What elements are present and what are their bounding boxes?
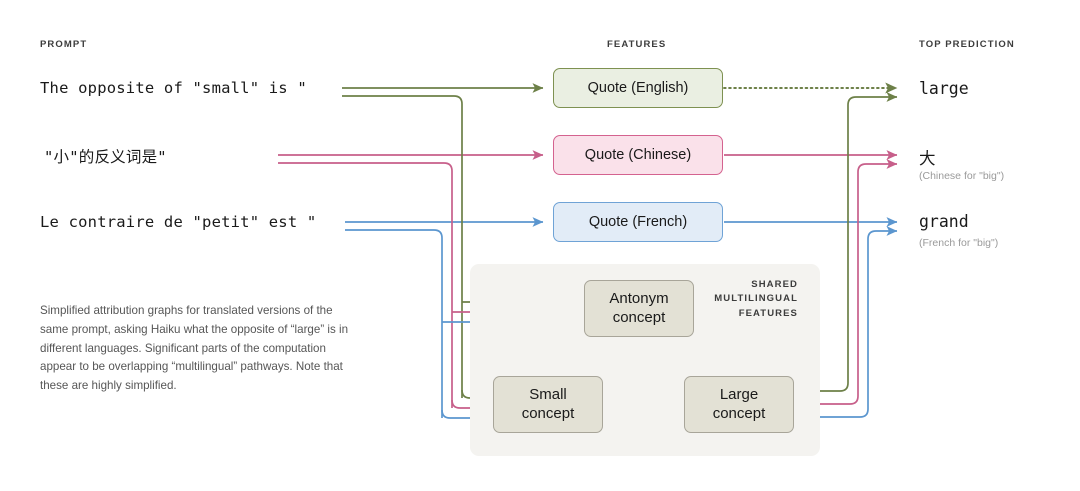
shared-label-line-1: SHARED (751, 279, 798, 290)
concept-small-line-1: Small (529, 386, 567, 404)
prompt-text-french: Le contraire de "petit" est " (40, 213, 317, 231)
figure-caption: Simplified attribution graphs for transl… (40, 304, 349, 393)
feature-box-quote-french[interactable]: Quote (French) (553, 202, 723, 242)
edge-large-to-pred-zh (793, 159, 898, 405)
feature-box-quote-english[interactable]: Quote (English) (553, 68, 723, 108)
concept-large-line-1: Large (719, 386, 759, 404)
shared-multilingual-label: SHARED MULTILINGUAL FEATURES (690, 278, 798, 321)
concept-antonym-line-1: Antonym (609, 290, 669, 308)
riser-english (342, 95, 463, 398)
prediction-note-chinese: (Chinese for "big") (919, 170, 1005, 182)
concept-large-line-2: concept (712, 404, 766, 422)
feature-label-quote-chinese: Quote (Chinese) (584, 147, 692, 163)
prediction-text-english: large (919, 79, 969, 98)
concept-antonym-line-2: concept (612, 308, 666, 326)
shared-label-line-2: MULTILINGUAL (714, 293, 798, 305)
column-header-prediction: TOP PREDICTION (919, 39, 1015, 50)
feature-box-quote-chinese[interactable]: Quote (Chinese) (553, 135, 723, 175)
concept-box-large[interactable]: Large concept (684, 376, 794, 433)
prediction-note-french: (French for "big") (919, 237, 999, 249)
concept-box-small[interactable]: Small concept (493, 376, 603, 433)
edge-large-to-pred-en (793, 92, 898, 392)
prompt-text-english: The opposite of "small" is " (40, 79, 307, 97)
edge-chinese-to-small (451, 399, 487, 413)
prediction-text-french: grand (919, 212, 969, 231)
feature-label-quote-english: Quote (English) (587, 80, 689, 96)
shared-label-line-3: FEATURES (738, 307, 798, 319)
prompt-text-chinese: "小"的反义词是" (44, 148, 167, 166)
column-header-features: FEATURES (607, 39, 667, 50)
riser-french (345, 229, 443, 418)
edge-french-to-small (441, 409, 487, 423)
riser-chinese (278, 162, 453, 408)
edge-large-to-pred-fr (793, 226, 898, 418)
feature-label-quote-french: Quote (French) (588, 214, 688, 230)
column-header-prompt: PROMPT (40, 39, 88, 50)
prediction-text-chinese: 大 (919, 149, 936, 168)
concept-box-antonym[interactable]: Antonym concept (584, 280, 694, 337)
edge-english-to-small (461, 389, 487, 403)
concept-small-line-2: concept (521, 404, 575, 422)
